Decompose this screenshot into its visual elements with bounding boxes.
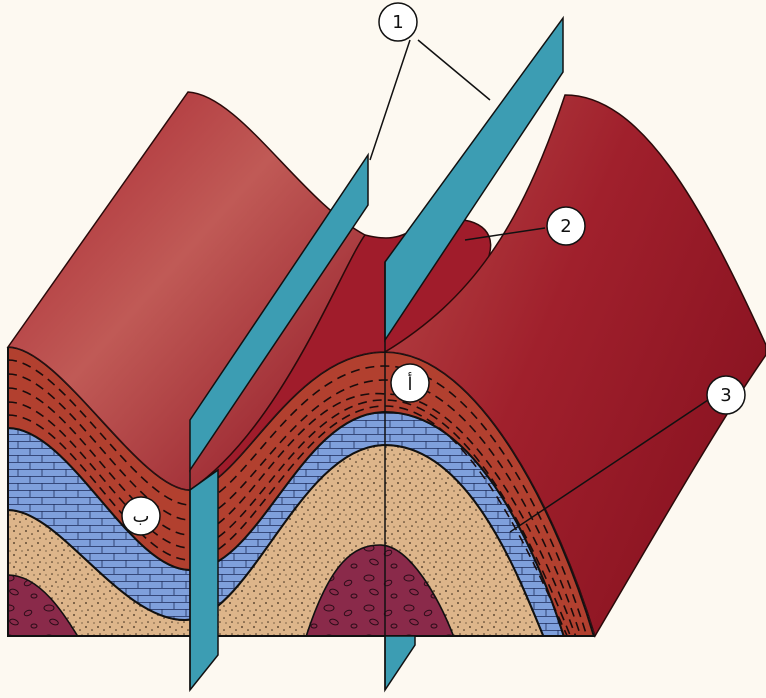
- callout-1: 1: [379, 3, 417, 41]
- axial-plane-anticline-lower: [385, 636, 415, 690]
- svg-text:2: 2: [560, 216, 571, 237]
- callout-2: 2: [547, 207, 585, 245]
- svg-text:ب: ب: [133, 506, 150, 527]
- callout-3: 3: [707, 376, 745, 414]
- leader-1a: [370, 40, 410, 160]
- svg-text:1: 1: [392, 12, 403, 33]
- leader-1b: [418, 40, 490, 100]
- axial-plane-syncline-lower: [190, 470, 218, 690]
- callout-alef: أ: [391, 364, 429, 402]
- callout-beh: ب: [122, 497, 160, 535]
- svg-text:أ: أ: [407, 372, 412, 395]
- svg-text:3: 3: [720, 385, 731, 406]
